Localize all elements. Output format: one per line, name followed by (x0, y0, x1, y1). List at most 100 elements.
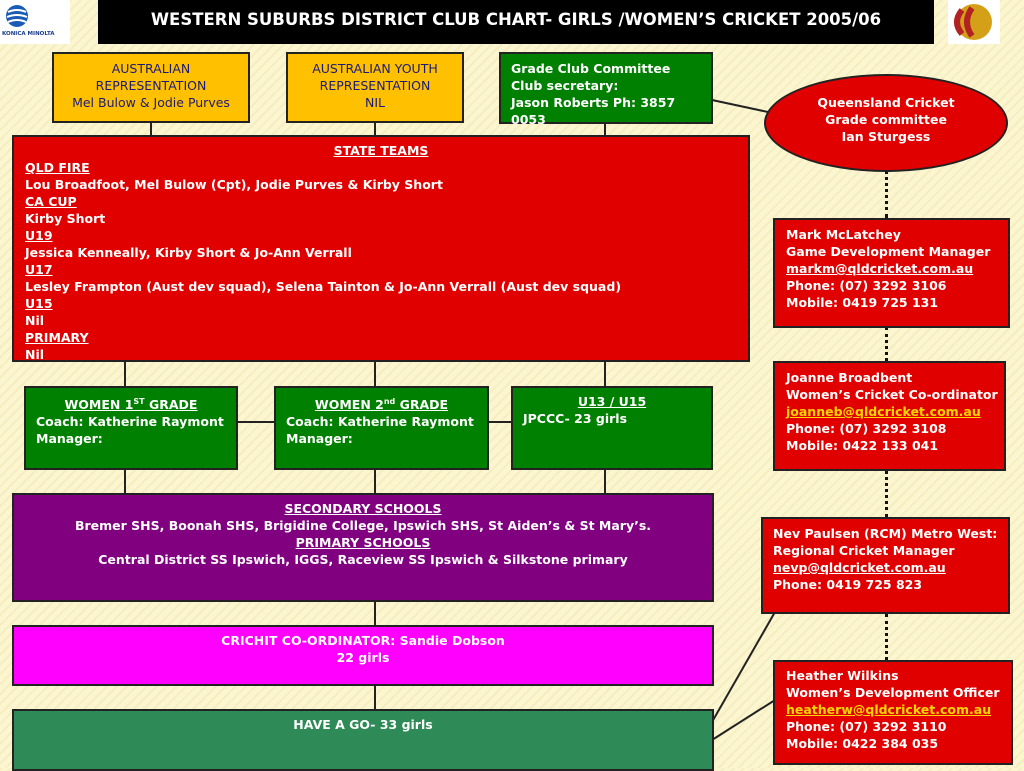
connector-line (150, 122, 152, 135)
state-group-text: Lou Broadfoot, Mel Bulow (Cpt), Jodie Pu… (25, 177, 443, 192)
youth-rep-line3: NIL (364, 95, 385, 110)
dotted-connector (885, 470, 888, 518)
women-1st-manager: Manager: (36, 431, 103, 447)
u13-u15-line1: JPCCC- 23 girls (523, 411, 628, 426)
women-1st-grade-heading: WOMEN 1ST GRADE (64, 397, 198, 413)
state-group-label: U17 (25, 262, 53, 277)
state-group-label: QLD FIRE (25, 160, 90, 175)
state-group-text: Kirby Short (25, 211, 106, 226)
connector-line (711, 611, 776, 723)
contact-name: Heather Wilkins (786, 668, 899, 683)
contact-mobile: Mobile: 0422 384 035 (786, 736, 939, 751)
contact-phone: Phone: (07) 3292 3108 (786, 421, 947, 436)
australian-rep-line3: Mel Bulow & Jodie Purves (72, 95, 230, 110)
contact-email-link[interactable]: heatherw@qldcricket.com.au (786, 702, 992, 717)
dotted-connector (885, 614, 888, 660)
women-2nd-grade-heading: WOMEN 2nd GRADE (314, 397, 449, 413)
contact-card: Mark McLatchey Game Development Manager … (773, 218, 1010, 328)
contact-role: Regional Cricket Manager (773, 543, 955, 558)
australian-rep-line2: REPRESENTATION (95, 78, 207, 93)
connector-line (237, 421, 274, 423)
contact-card: Joanne Broadbent Women’s Cricket Co-ordi… (773, 361, 1006, 471)
connector-line (374, 362, 376, 386)
left-logo-text: KONICA MINOLTA (2, 31, 55, 37)
secondary-schools-heading: SECONDARY SCHOOLS (284, 501, 442, 516)
u13-u15-box: U13 / U15 JPCCC- 23 girls (511, 386, 713, 470)
grade-committee-line2: Club secretary: (511, 78, 619, 93)
primary-schools-text: Central District SS Ipswich, IGGS, Racev… (98, 552, 628, 567)
connector-line (374, 122, 376, 135)
qld-committee-line1: Queensland Cricket (817, 95, 955, 110)
qld-committee-line2: Grade committee (825, 112, 947, 127)
crichit-box: CRICHIT CO-ORDINATOR: Sandie Dobson 22 g… (12, 625, 714, 686)
qld-committee-line3: Ian Sturgess (841, 129, 931, 144)
australian-representation-box: AUSTRALIAN REPRESENTATION Mel Bulow & Jo… (52, 52, 250, 123)
grade-committee-line3: Jason Roberts Ph: 3857 0053 (511, 95, 676, 127)
connector-line (711, 99, 769, 113)
state-teams-box: STATE TEAMS QLD FIRE Lou Broadfoot, Mel … (12, 135, 750, 362)
contact-phone: Phone: (07) 3292 3106 (786, 278, 947, 293)
connector-line (374, 601, 376, 625)
secondary-schools-text: Bremer SHS, Boonah SHS, Brigidine Colleg… (74, 518, 652, 533)
contact-phone: Phone: 0419 725 823 (773, 577, 923, 592)
dotted-connector (885, 170, 888, 218)
have-a-go-line1: HAVE A GO- 33 girls (293, 717, 433, 732)
state-group-text: Nil (25, 347, 45, 362)
women-2nd-coach: Coach: Katherine Raymont (286, 414, 474, 430)
cricket-logo-icon (954, 4, 992, 40)
youth-representation-box: AUSTRALIAN YOUTH REPRESENTATION NIL (286, 52, 464, 123)
contact-role: Women’s Development Officer (786, 685, 1000, 700)
connector-line (489, 421, 512, 423)
connector-line (604, 123, 606, 135)
schools-box: SECONDARY SCHOOLS Bremer SHS, Boonah SHS… (12, 493, 714, 602)
grade-committee-box: Grade Club Committee Club secretary: Jas… (499, 52, 713, 127)
state-group-label: CA CUP (25, 194, 77, 209)
connector-line (604, 469, 606, 493)
women-1st-grade-box: WOMEN 1ST GRADE Coach: Katherine Raymont… (24, 386, 238, 470)
contact-email-link[interactable]: markm@qldcricket.com.au (786, 261, 974, 276)
connector-line (374, 685, 376, 709)
state-group-text: Nil (25, 313, 45, 328)
connector-line (604, 362, 606, 386)
state-group-text: Lesley Frampton (Aust dev squad), Selena… (25, 279, 622, 294)
contact-card: Nev Paulsen (RCM) Metro West: Regional C… (761, 517, 1010, 614)
dotted-connector (885, 327, 888, 361)
contact-phone: Phone: (07) 3292 3110 (786, 719, 947, 734)
crichit-line2: 22 girls (336, 650, 390, 665)
u13-u15-heading: U13 / U15 (577, 394, 647, 409)
women-2nd-manager: Manager: (286, 431, 353, 447)
grade-committee-line1: Grade Club Committee (511, 61, 671, 76)
contact-name: Nev Paulsen (RCM) Metro West: (773, 526, 998, 541)
state-group-label: U19 (25, 228, 53, 243)
contact-email-link[interactable]: joanneb@qldcricket.com.au (786, 404, 981, 419)
left-logo: KONICA MINOLTA (0, 0, 70, 44)
qld-committee-ellipse: Queensland Cricket Grade committee Ian S… (764, 74, 1008, 172)
primary-schools-heading: PRIMARY SCHOOLS (295, 535, 431, 550)
contact-role: Women’s Cricket Co-ordinator (786, 387, 998, 402)
state-group-text: Jessica Kenneally, Kirby Short & Jo-Ann … (25, 245, 352, 260)
women-1st-coach: Coach: Katherine Raymont (36, 414, 224, 430)
konica-minolta-logo-icon (6, 5, 28, 27)
contact-name: Mark McLatchey (786, 227, 901, 242)
youth-rep-line2: REPRESENTATION (319, 78, 431, 93)
youth-rep-line1: AUSTRALIAN YOUTH (312, 61, 438, 76)
connector-line (374, 469, 376, 493)
crichit-line1: CRICHIT CO-ORDINATOR: Sandie Dobson (221, 633, 505, 648)
contact-mobile: Mobile: 0419 725 131 (786, 295, 939, 310)
contact-email-link[interactable]: nevp@qldcricket.com.au (773, 560, 946, 575)
right-logo (948, 0, 1000, 44)
page-title-bar: WESTERN SUBURBS DISTRICT CLUB CHART- GIR… (98, 0, 934, 44)
contact-mobile: Mobile: 0422 133 041 (786, 438, 939, 453)
australian-rep-line1: AUSTRALIAN (111, 61, 191, 76)
state-teams-heading: STATE TEAMS (333, 143, 429, 158)
state-group-label: PRIMARY (25, 330, 89, 345)
contact-name: Joanne Broadbent (786, 370, 913, 385)
women-2nd-grade-box: WOMEN 2nd GRADE Coach: Katherine Raymont… (274, 386, 489, 470)
page-title: WESTERN SUBURBS DISTRICT CLUB CHART- GIR… (150, 10, 882, 29)
connector-line (711, 699, 776, 741)
contact-card: Heather Wilkins Women’s Development Offi… (773, 660, 1013, 765)
connector-line (124, 469, 126, 493)
contact-role: Game Development Manager (786, 244, 991, 259)
connector-line (124, 362, 126, 386)
